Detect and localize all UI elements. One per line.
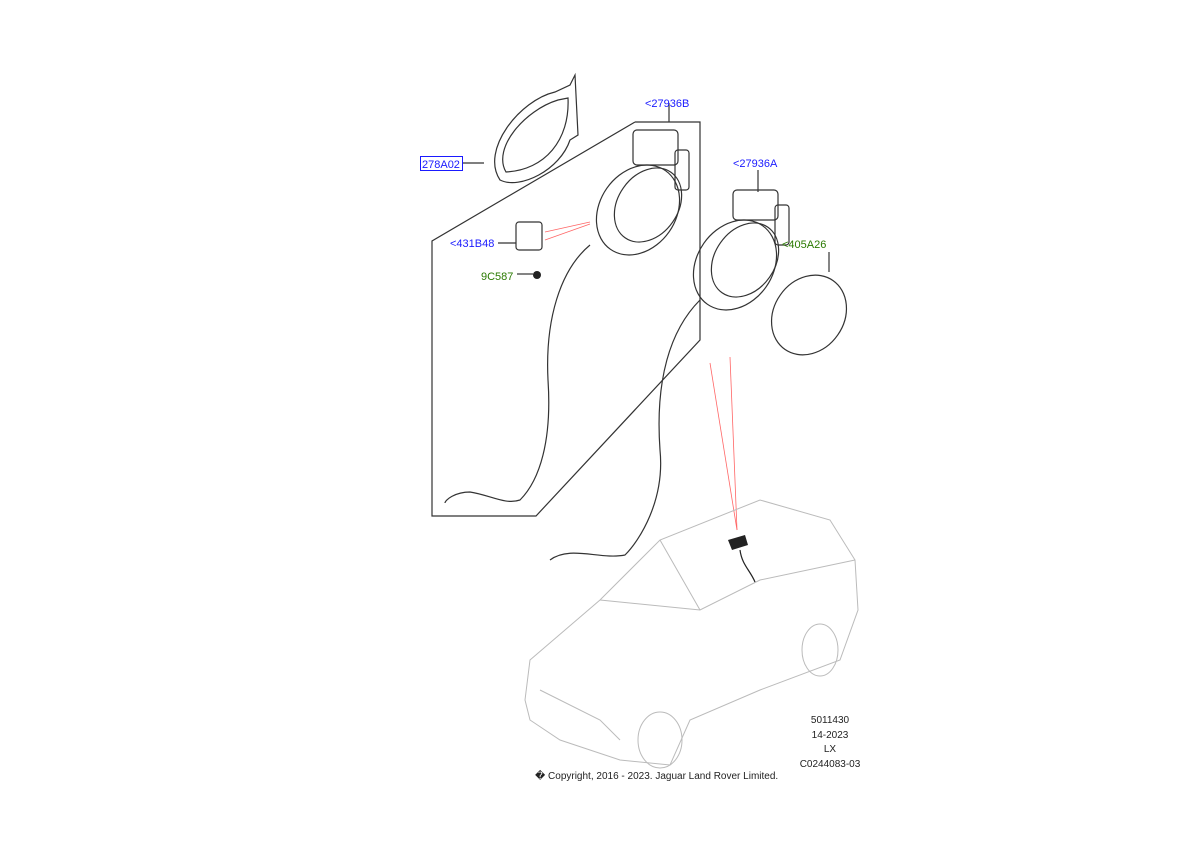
callout-27936B[interactable]: <27936B	[645, 98, 689, 110]
drawing-code-2: 14-2023	[812, 730, 849, 741]
drawing-code-1: 5011430	[811, 715, 850, 726]
seal-callout-box	[420, 156, 463, 171]
callout-9C587[interactable]: 9C587	[481, 271, 513, 283]
screw-drawing	[533, 271, 541, 279]
callout-405A26[interactable]: <405A26	[782, 239, 826, 251]
fuel-flap-b-drawing	[444, 103, 690, 504]
callout-431B48[interactable]: <431B48	[450, 238, 494, 250]
drawing-code-4: C0244083-03	[800, 759, 861, 770]
seal-ring-drawing	[463, 72, 579, 184]
gasket-drawing	[770, 252, 848, 356]
drawing-code-3: LX	[824, 744, 837, 755]
fuel-flap-a-drawing	[549, 170, 790, 561]
group-frame	[431, 121, 701, 517]
callout-278A02[interactable]: 278A02	[422, 159, 460, 171]
actuator-drawing	[498, 221, 591, 279]
callout-27936A[interactable]: <27936A	[733, 158, 778, 170]
copyright-notice: � Copyright, 2016 - 2023. Jaguar Land Ro…	[535, 769, 778, 782]
vehicle-drawing	[524, 499, 859, 769]
